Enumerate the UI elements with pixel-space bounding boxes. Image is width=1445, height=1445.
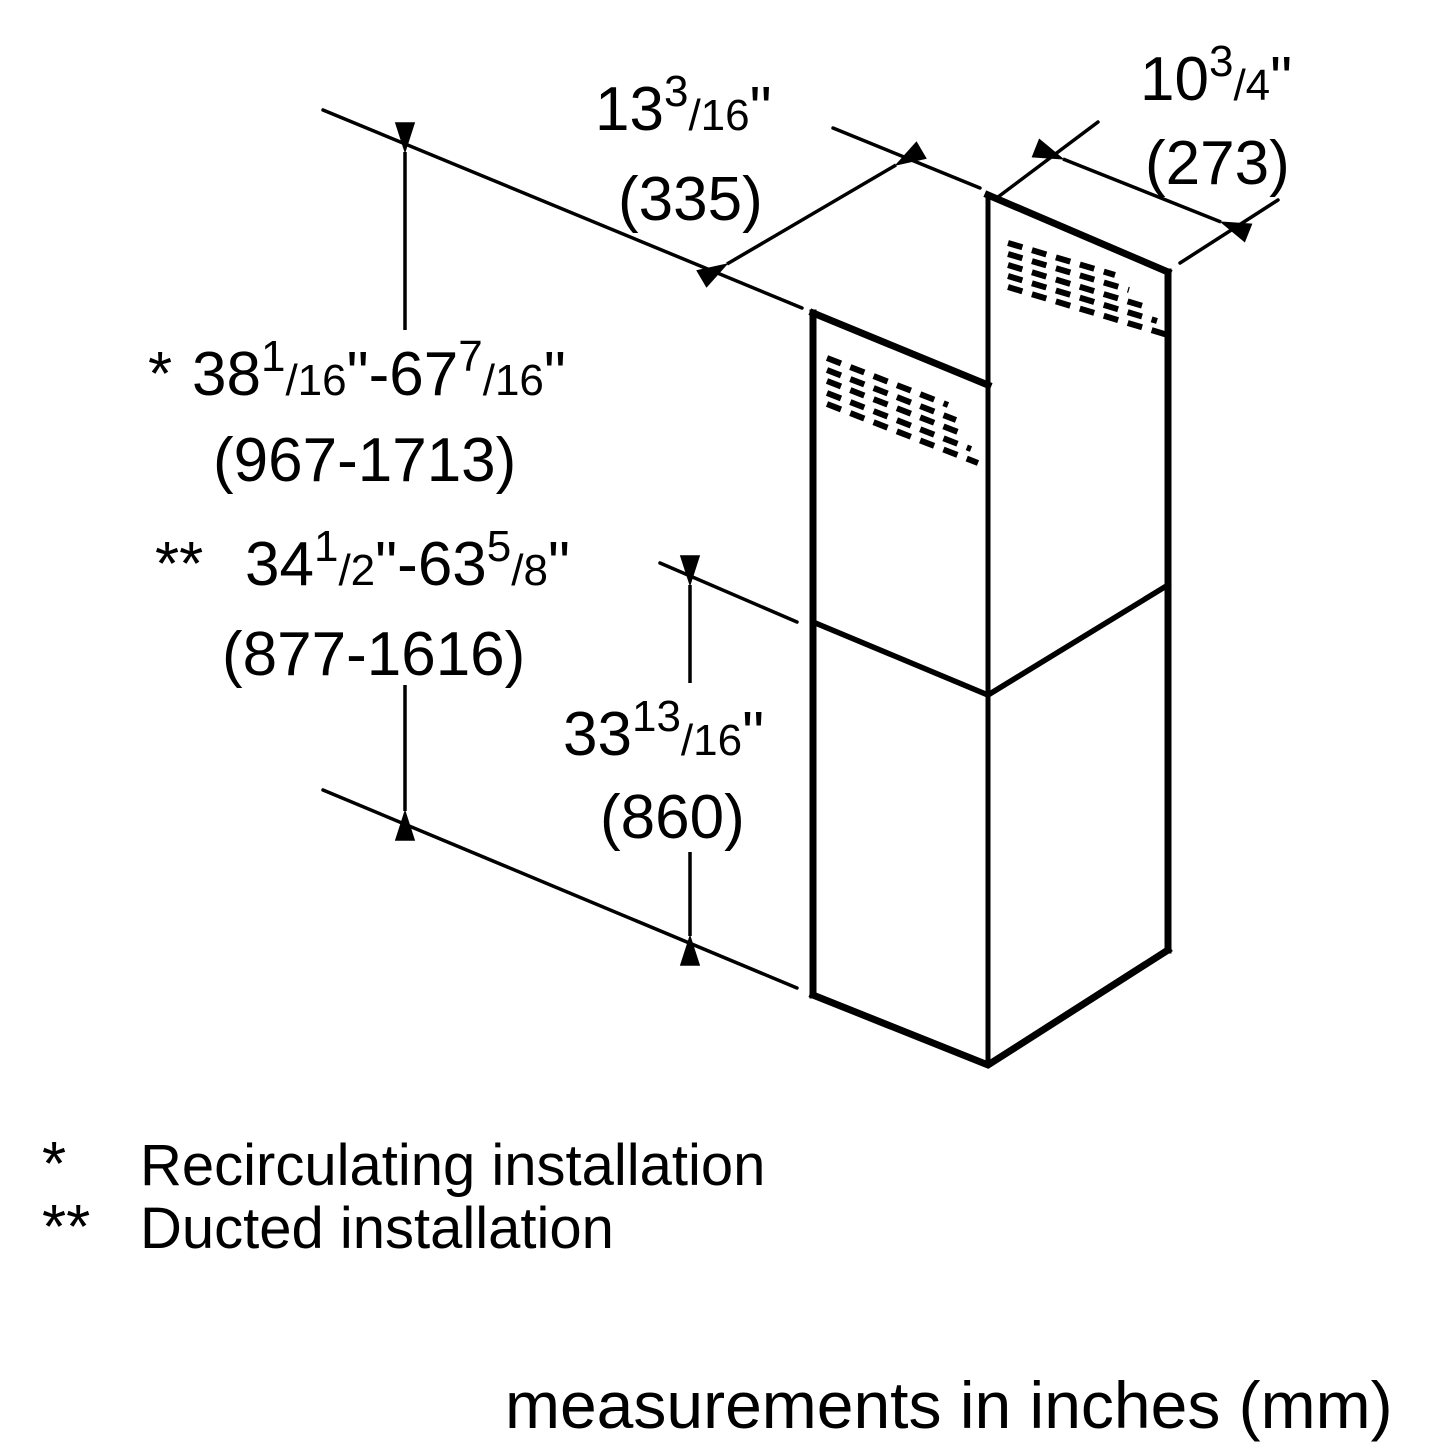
recirc-height-mm-label: (967-1713) bbox=[213, 426, 516, 495]
vent-row bbox=[825, 390, 973, 452]
legend: * Recirculating installation ** Ducted i… bbox=[42, 1130, 765, 1262]
units-note: measurements in inches (mm) bbox=[505, 1368, 1393, 1442]
recirc-star: * bbox=[148, 340, 172, 409]
chimney-body bbox=[808, 190, 1173, 1069]
legend-label-recirculating: Recirculating installation bbox=[140, 1133, 765, 1198]
lower-section-mm-label: (860) bbox=[600, 783, 745, 852]
legend-label-ducted: Ducted installation bbox=[140, 1196, 614, 1261]
left-face-top-edge bbox=[808, 308, 993, 390]
vent-slots-left-face bbox=[825, 355, 980, 466]
vent-row bbox=[1007, 251, 1130, 293]
vent-row bbox=[1007, 273, 1158, 324]
ducted-height-mm-label: (877-1616) bbox=[222, 620, 525, 689]
ducted-height-inches-label: 341/2"-635/8" bbox=[245, 522, 570, 599]
depth-inches-label: 103/4" bbox=[1140, 37, 1292, 114]
width-dim-double-arrow bbox=[696, 141, 927, 288]
legend-symbol-recirculating: * bbox=[42, 1130, 66, 1199]
depth-dim-double-arrow bbox=[1031, 138, 1253, 243]
vent-row bbox=[1007, 240, 1116, 278]
width-inches-label: 133/16" bbox=[595, 67, 772, 144]
vent-row bbox=[1007, 284, 1172, 339]
width-mm-label: (335) bbox=[618, 165, 763, 234]
lower-section-inches-label: 3313/16" bbox=[563, 692, 764, 769]
vent-row bbox=[825, 355, 950, 408]
dimension-arrows bbox=[394, 122, 1253, 966]
ducted-star: ** bbox=[155, 530, 203, 599]
recirc-height-inches-label: 381/16"-677/16" bbox=[192, 332, 566, 409]
legend-symbol-ducted: ** bbox=[42, 1193, 90, 1262]
depth-mm-label: (273) bbox=[1145, 129, 1290, 198]
dimension-labels: 133/16" (335) 103/4" (273) * 381/16"-677… bbox=[148, 37, 1292, 852]
vent-slots-back-panel bbox=[1007, 240, 1172, 339]
vent-row bbox=[825, 401, 980, 466]
